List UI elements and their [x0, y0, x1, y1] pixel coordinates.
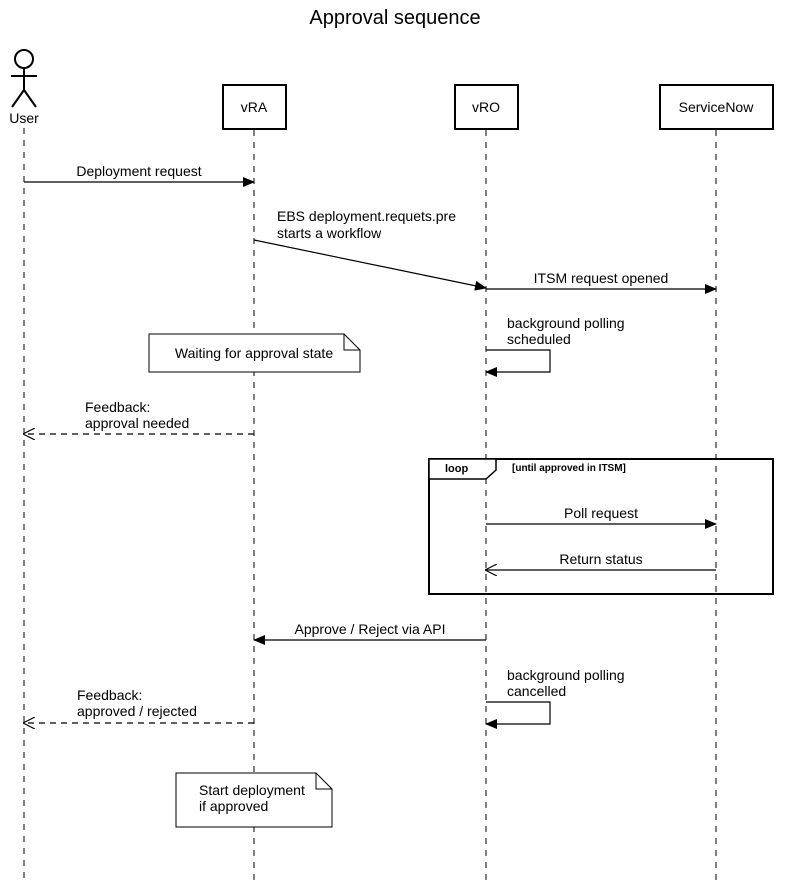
participant-user-label: User	[9, 110, 39, 126]
note-start-deployment-line1: Start deployment	[199, 782, 305, 798]
message-polling-scheduled-label-line1: background polling	[507, 315, 625, 331]
diagram-title: Approval sequence	[309, 7, 480, 29]
participant-vro-label: vRO	[472, 99, 500, 115]
message-poll-request-label: Poll request	[564, 505, 638, 521]
loop-label: loop	[445, 463, 468, 475]
note-waiting-fold	[343, 334, 360, 351]
loop-guard: [until approved in ITSM]	[512, 463, 626, 474]
message-return-status-label: Return status	[559, 551, 642, 567]
loop-frame-tab	[428, 458, 497, 480]
message-ebs-label-line1: EBS deployment.requets.pre	[277, 208, 456, 224]
message-polling-scheduled-arrow	[485, 349, 551, 377]
message-polling-cancelled-label-line2: cancelled	[507, 683, 566, 699]
note-start-deployment-fold	[315, 773, 332, 790]
participant-vra-label: vRA	[241, 99, 268, 115]
message-approve-reject-label: Approve / Reject via API	[295, 621, 446, 637]
message-feedback-approved-rejected-line2: approved / rejected	[77, 703, 197, 719]
participant-vra-box	[222, 84, 287, 130]
loop-frame	[428, 458, 774, 595]
note-start-deployment	[175, 772, 333, 828]
message-polling-scheduled-label-line2: scheduled	[507, 331, 571, 347]
message-ebs-label-line2: starts a workflow	[277, 225, 382, 241]
message-feedback-approval-needed-line1: Feedback:	[85, 399, 150, 415]
note-waiting	[148, 333, 361, 373]
participant-servicenow-box	[659, 84, 774, 130]
message-polling-cancelled-label-line1: background polling	[507, 667, 625, 683]
note-waiting-label: Waiting for approval state	[175, 345, 333, 361]
message-deployment-request-label: Deployment request	[76, 163, 201, 179]
participant-vro-box	[454, 84, 519, 130]
message-ebs-arrow	[253, 239, 487, 291]
note-start-deployment-line2: if approved	[199, 798, 268, 814]
message-itsm-opened-label: ITSM request opened	[534, 270, 669, 286]
message-polling-cancelled-arrow	[485, 701, 551, 729]
participant-servicenow-label: ServiceNow	[679, 99, 755, 115]
user-actor-icon	[11, 49, 37, 108]
message-feedback-approved-rejected-line1: Feedback:	[77, 687, 142, 703]
message-feedback-approval-needed-line2: approval needed	[85, 415, 189, 431]
